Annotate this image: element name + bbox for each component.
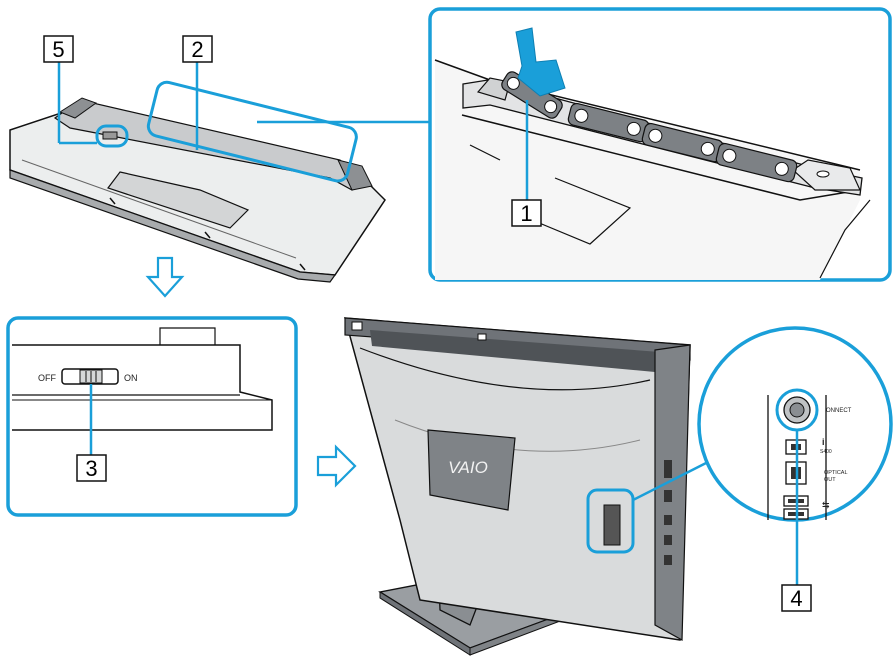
i-link-label: S400 [820,449,832,455]
callout-4: 4 [781,584,812,612]
battery-cells [501,71,798,183]
switch-off-label: OFF [38,373,56,383]
optical-label-2: OUT [824,477,836,483]
usb-icon: ⇆ [822,500,830,510]
vaio-logo: VAIO [448,458,488,477]
callout-5-label: 5 [52,37,64,62]
connect-label: ONNECT [826,408,852,414]
callout-1: 1 [511,199,542,227]
computer-rear-view: VAIO [343,317,713,656]
power-switch-highlight [95,124,129,148]
down-arrow-icon [145,256,185,298]
callout-3: 3 [76,454,107,482]
keyboard-overview [9,62,430,283]
switch-on-label: ON [124,373,138,383]
optical-label-1: OPTICAL [824,470,848,476]
callout-3-label: 3 [85,456,97,481]
rear-port-highlight [586,488,635,554]
i-link-icon: i [822,437,825,447]
callout-5: 5 [43,35,74,63]
right-arrow-icon [316,444,357,488]
battery-detail-panel [428,7,892,282]
battery-compartment-highlight [146,80,358,183]
callout-4-label: 4 [790,586,802,611]
callout-2: 2 [182,35,213,63]
callout-1-label: 1 [520,201,532,226]
callout-2-label: 2 [191,37,203,62]
port-magnifier: ONNECT i S400 OPTICAL OUT ⇆ [697,326,893,585]
insert-direction-arrow [515,27,566,97]
power-switch-panel: OFF ON [6,316,298,517]
